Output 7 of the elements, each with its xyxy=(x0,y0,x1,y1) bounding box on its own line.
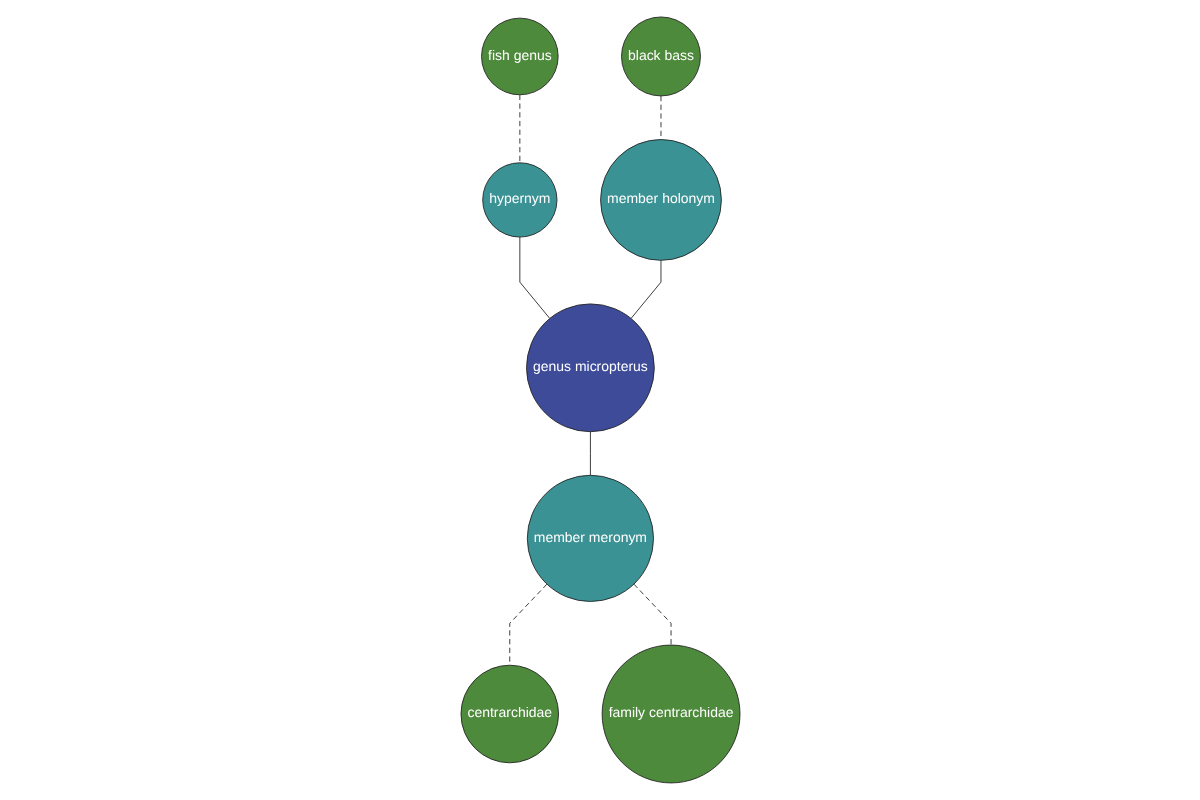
connector xyxy=(630,259,661,319)
connector xyxy=(518,94,520,164)
connector xyxy=(508,583,547,666)
connector xyxy=(632,583,671,646)
connector xyxy=(589,431,591,476)
connector xyxy=(518,236,550,319)
connector xyxy=(660,95,661,140)
